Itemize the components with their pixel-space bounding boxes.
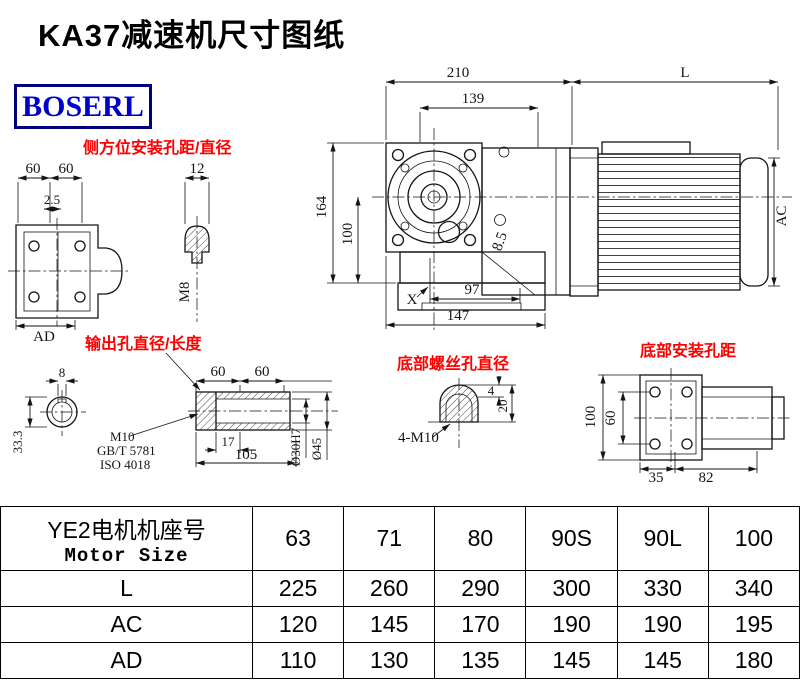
mount-hole (681, 386, 693, 398)
dim-17: 17 (222, 434, 236, 449)
dim-45: Ø45 (309, 438, 324, 460)
label-m10: M10 (110, 429, 135, 444)
label-gb5781: GB/T 5781 (97, 443, 156, 458)
table-cell: 170 (434, 606, 527, 643)
bottom-screw-label: 底部螺丝孔直径 (397, 354, 509, 373)
size-63: 63 (251, 506, 345, 571)
mount-hole (649, 438, 661, 450)
dim-105: 105 (235, 447, 258, 463)
table-cell: 135 (434, 642, 527, 679)
dim-m8: M8 (177, 282, 193, 303)
size-100: 100 (707, 506, 800, 571)
table-cell: 195 (707, 606, 800, 643)
motor-flange (569, 147, 599, 297)
gearbox-foot (397, 282, 546, 311)
output-shaft-view: 60 60 17 105 Ø30H7 (188, 364, 338, 467)
dim-100b: 100 (583, 406, 599, 429)
mount-hole (681, 438, 693, 450)
table-cell: 190 (616, 606, 709, 643)
size-80: 80 (434, 506, 527, 571)
size-90s: 90S (525, 506, 618, 571)
table-row-AC: AC 120 145 170 190 190 195 (0, 606, 800, 643)
dim-4-m10: 4-M10 (398, 430, 439, 446)
table-cell: 145 (525, 642, 618, 679)
table-cell: 130 (343, 642, 436, 679)
dim-8: 8 (59, 365, 66, 380)
table-header-row: YE2电机机座号 Motor Size 63 71 80 90S 90L 100 (0, 506, 800, 571)
header-motor-size-cell: YE2电机机座号 Motor Size (0, 506, 253, 571)
gearbox-side-outline (15, 224, 123, 319)
size-71: 71 (343, 506, 436, 571)
table-row-L: L 225 260 290 300 330 340 (0, 570, 800, 607)
dim-60b: 60 (255, 364, 270, 380)
mount-hole (74, 240, 86, 252)
table-cell: 300 (525, 570, 618, 607)
dim-20: 20 (495, 400, 510, 413)
mount-hole (28, 291, 40, 303)
mount-hole (28, 240, 40, 252)
dim-147: 147 (447, 308, 470, 324)
table-cell: 190 (525, 606, 618, 643)
technical-drawing: 侧方位安装孔距/直径 60 60 2.5 AD (8, 65, 792, 486)
table-cell: 120 (251, 606, 345, 643)
row-label-AC: AC (0, 606, 253, 643)
output-bore-section-view: 输出孔直径/长度 8 33.3 M10 GB/T 5781 ISO 4018 (10, 334, 202, 472)
gearbox-housing (481, 147, 571, 296)
dim-164: 164 (314, 195, 330, 218)
dim-35: 35 (649, 470, 664, 486)
dim-8-5: 8.5 (490, 230, 511, 253)
dim-139: 139 (462, 91, 485, 107)
output-hole-label: 输出孔直径/长度 (85, 334, 202, 353)
motor-body (597, 153, 741, 291)
table-cell: 110 (251, 642, 345, 679)
dim-60-right: 60 (59, 161, 74, 177)
table-cell: 340 (707, 570, 800, 607)
table-row-AD: AD 110 130 135 145 145 180 (0, 642, 800, 679)
motor-end-cap (739, 157, 769, 287)
motor-size-table: YE2电机机座号 Motor Size 63 71 80 90S 90L 100… (0, 506, 800, 679)
dim-2-5: 2.5 (44, 192, 60, 207)
bottom-mount-view: 底部安装孔距 100 60 35 (583, 341, 792, 486)
dim-97: 97 (465, 282, 481, 298)
datum-x-label: X (407, 292, 418, 308)
table-cell: 260 (343, 570, 436, 607)
flange-circle (387, 150, 481, 244)
row-label-AD: AD (0, 642, 253, 679)
table-cell: 180 (707, 642, 800, 679)
dim-60a: 60 (211, 364, 226, 380)
table-cell: 145 (616, 642, 709, 679)
table-cell: 330 (616, 570, 709, 607)
dim-30h7: Ø30H7 (288, 427, 303, 466)
table-cell: 225 (251, 570, 345, 607)
bottom-mount-label: 底部安装孔距 (640, 341, 736, 360)
side-mount-label: 侧方位安装孔距/直径 (83, 138, 231, 157)
dim-82: 82 (699, 470, 714, 486)
dim-ad: AD (33, 329, 55, 345)
table-cell: 290 (434, 570, 527, 607)
dim-60c: 60 (603, 411, 619, 426)
label-iso4018: ISO 4018 (100, 457, 150, 472)
dim-60-left: 60 (26, 161, 41, 177)
dim-100: 100 (340, 223, 356, 246)
row-label-L: L (0, 570, 253, 607)
dim-L: L (680, 65, 689, 81)
boserl-logo-box: BOSERL (14, 84, 152, 129)
dim-4: 4 (488, 383, 495, 398)
header-cn: YE2电机机座号 (47, 516, 206, 543)
dim-AC: AC (774, 206, 790, 227)
dim-33-3: 33.3 (10, 431, 25, 454)
mount-hole (74, 291, 86, 303)
mount-hole (649, 386, 661, 398)
size-90l: 90L (616, 506, 709, 571)
side-view: 侧方位安装孔距/直径 60 60 2.5 AD (8, 138, 231, 345)
bottom-screw-view: 底部螺丝孔直径 4-M10 4 20 (397, 354, 516, 448)
page-title: KA37减速机尺寸图纸 (38, 18, 346, 53)
boserl-logo-text: BOSERL (22, 89, 144, 123)
main-view: 210 L 139 164 100 AC 8.5 97 X (314, 65, 792, 332)
header-en: Motor Size (64, 544, 189, 567)
table-cell: 145 (343, 606, 436, 643)
plug-detail-view: 12 M8 (177, 161, 210, 322)
dim-210: 210 (447, 65, 470, 81)
dim-12: 12 (190, 161, 205, 177)
